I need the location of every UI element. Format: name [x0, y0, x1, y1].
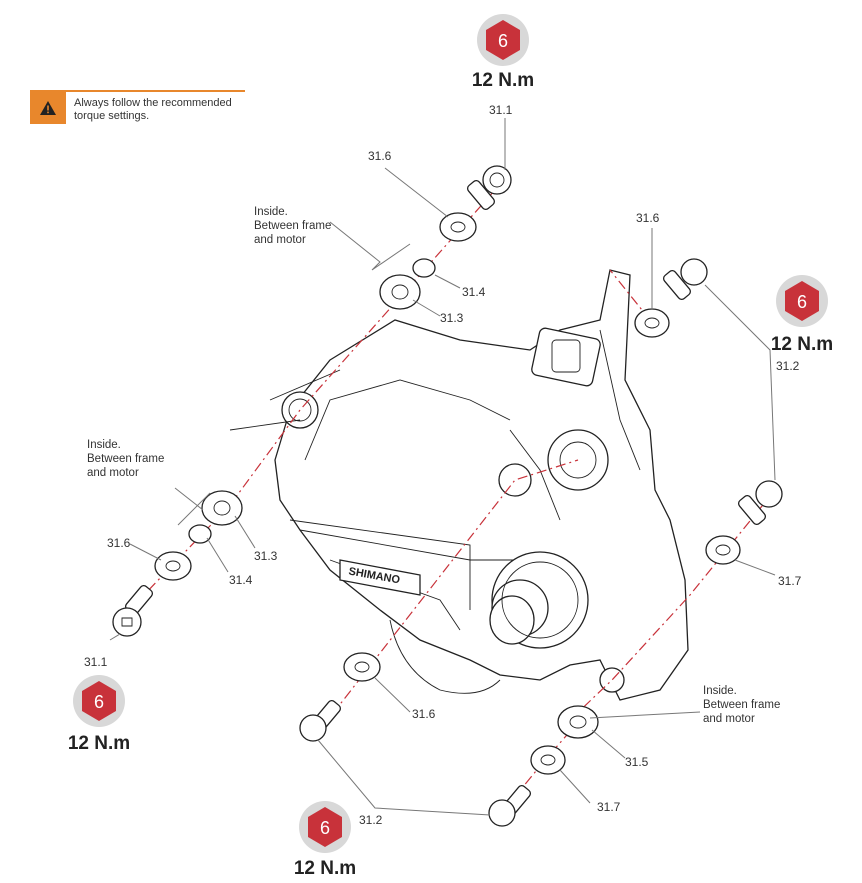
- mount-hole-upper-left: [281, 391, 319, 429]
- hex-badge-right: 6 12 N.m: [771, 275, 833, 355]
- note-upper: Inside. Between frame and motor: [254, 206, 331, 246]
- label-31-3-top: 31.3: [440, 311, 464, 325]
- lower-washer-31-7: [530, 745, 566, 775]
- chainring-edge: [389, 619, 501, 694]
- part-labels: 31.1 31.6 31.4 31.3 31.6 31.2 31.7 31.3 …: [84, 103, 802, 827]
- svg-text:Inside.: Inside.: [87, 439, 121, 451]
- top-washer-31-6: [439, 212, 477, 242]
- warning-bar: [30, 90, 245, 92]
- label-31-1-left: 31.1: [84, 655, 108, 669]
- left-washer-31-6: [154, 551, 192, 581]
- svg-text:Inside.: Inside.: [703, 685, 737, 697]
- label-31-5: 31.5: [625, 755, 649, 769]
- label-31-2-right: 31.2: [776, 359, 800, 373]
- note-left: Inside. Between frame and motor: [87, 439, 164, 479]
- left-ring-31-4: [188, 524, 212, 544]
- warning-text: Always follow the recommended torque set…: [74, 97, 232, 122]
- label-31-4-top: 31.4: [462, 285, 486, 299]
- hex-badge-bottom: 6 12 N.m: [294, 801, 356, 879]
- torque-warning: Always follow the recommended torque set…: [30, 90, 245, 126]
- svg-text:and motor: and motor: [87, 467, 139, 479]
- label-31-7-right: 31.7: [778, 574, 802, 588]
- svg-text:12 N.m: 12 N.m: [294, 858, 356, 879]
- right-bolt-upper: [662, 258, 708, 301]
- svg-text:Between frame: Between frame: [254, 220, 331, 232]
- svg-text:and motor: and motor: [254, 234, 306, 246]
- hex-badge-top: 6 12 N.m: [472, 14, 534, 91]
- warning-triangle-icon: [40, 101, 56, 115]
- motor-unit: SHIMANO: [229, 269, 689, 701]
- label-31-6-right: 31.6: [636, 211, 660, 225]
- label-31-6-bottom: 31.6: [412, 707, 436, 721]
- svg-text:6: 6: [498, 31, 508, 51]
- svg-text:12 N.m: 12 N.m: [472, 70, 534, 91]
- label-31-4-left: 31.4: [229, 573, 253, 587]
- svg-text:6: 6: [797, 292, 807, 312]
- label-31-6-left: 31.6: [107, 536, 131, 550]
- connector-port: [531, 327, 601, 387]
- right-bolt-lower: [737, 480, 783, 526]
- right-washer-31-6: [634, 308, 670, 338]
- brand-badge: SHIMANO: [339, 559, 421, 596]
- mount-hole-center: [498, 463, 532, 497]
- bottom-bolt-upper: [299, 699, 342, 742]
- crank-axle: [489, 551, 589, 649]
- svg-text:12 N.m: 12 N.m: [68, 733, 130, 754]
- label-31-2-bottom: 31.2: [359, 813, 383, 827]
- label-31-6-top: 31.6: [368, 149, 392, 163]
- lower-spacer-31-5: [557, 705, 599, 739]
- svg-text:Between frame: Between frame: [87, 453, 164, 465]
- frame-line-1: [269, 369, 341, 401]
- label-31-7-bottom: 31.7: [597, 800, 621, 814]
- left-bolt-31-1: [112, 584, 154, 637]
- bottom-washer-31-6: [343, 652, 381, 682]
- svg-text:6: 6: [94, 692, 104, 712]
- label-31-1-top: 31.1: [489, 103, 513, 117]
- right-lower-washer-31-7: [705, 535, 741, 565]
- frame-line-2: [229, 419, 301, 431]
- leader-lines: [109, 118, 776, 816]
- svg-text:and motor: and motor: [703, 713, 755, 725]
- top-ring-31-4: [412, 258, 436, 278]
- warning-icon-box: [30, 92, 66, 124]
- svg-text:12 N.m: 12 N.m: [771, 334, 833, 355]
- svg-text:Inside.: Inside.: [254, 206, 288, 218]
- top-bolt-31-1: [466, 165, 512, 211]
- svg-text:Between frame: Between frame: [703, 699, 780, 711]
- hex-badge-left: 6 12 N.m: [68, 675, 130, 754]
- top-spacer-31-3: [379, 274, 421, 310]
- left-spacer-31-3: [201, 490, 243, 526]
- note-lower-right: Inside. Between frame and motor: [703, 685, 780, 725]
- label-31-3-left: 31.3: [254, 549, 278, 563]
- bottom-bolt-lower: [488, 784, 532, 827]
- svg-text:6: 6: [320, 818, 330, 838]
